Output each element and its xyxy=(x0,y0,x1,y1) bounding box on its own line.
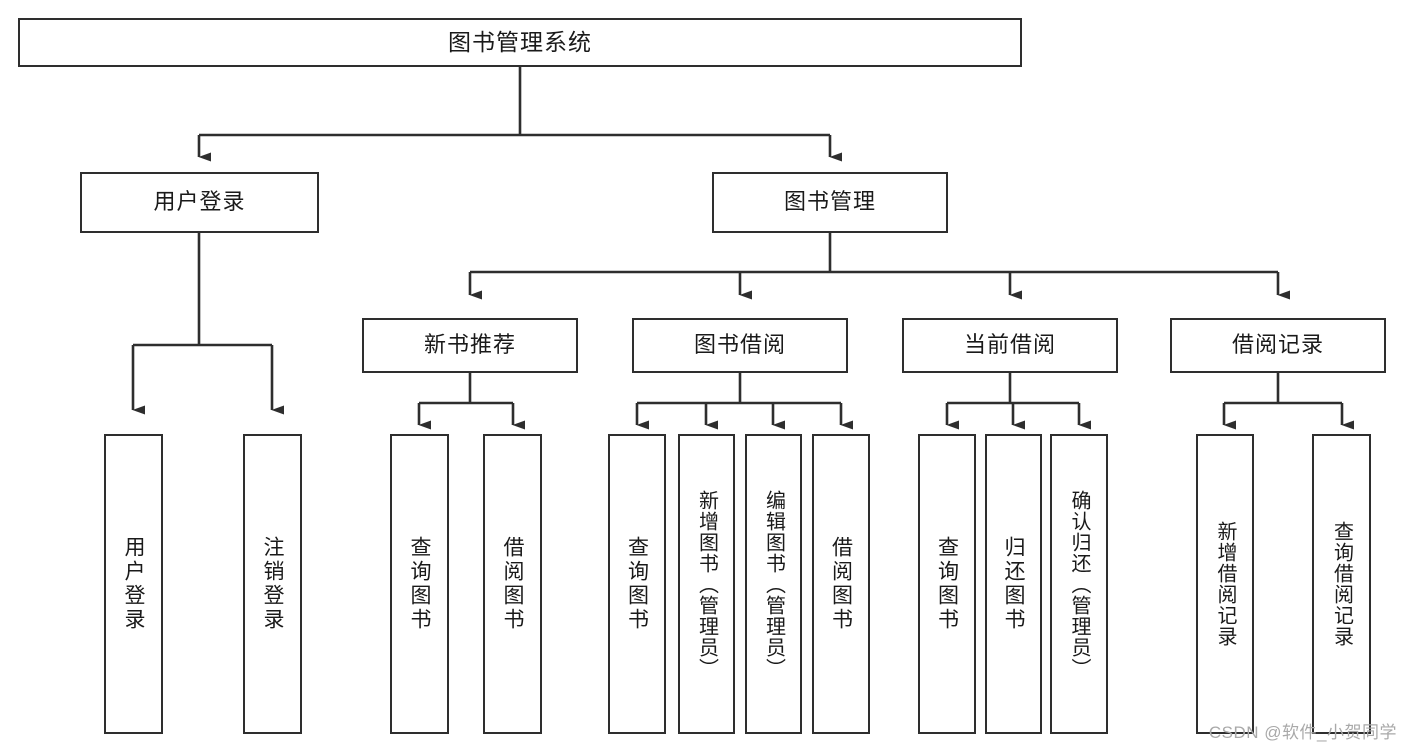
node-label: 图书管理 xyxy=(783,189,876,215)
node-user-login[interactable]: 用户登录 xyxy=(80,172,319,233)
node-label: 借阅图书 xyxy=(829,536,853,632)
node-label: 注销登录 xyxy=(261,536,284,632)
node-label: 当前借阅 xyxy=(963,332,1056,358)
node-book-borrow[interactable]: 图书借阅 xyxy=(632,318,848,373)
leaf-current-return-book[interactable]: 归还图书 xyxy=(985,434,1042,734)
leaf-borrow-edit-book-admin[interactable]: 编辑图书（管理员） xyxy=(745,434,802,734)
node-label: 查询图书 xyxy=(408,536,431,632)
leaf-recommend-query-book[interactable]: 查询图书 xyxy=(390,434,449,734)
node-label: 借阅记录 xyxy=(1231,332,1324,358)
node-label: 图书借阅 xyxy=(693,332,786,358)
node-label: 新书推荐 xyxy=(423,332,516,358)
node-current-borrow[interactable]: 当前借阅 xyxy=(902,318,1118,373)
leaf-borrow-query-book[interactable]: 查询图书 xyxy=(608,434,666,734)
node-new-book-recommend[interactable]: 新书推荐 xyxy=(362,318,578,373)
node-label: 确认归还（管理员） xyxy=(1068,489,1090,679)
node-label: 归还图书 xyxy=(1002,536,1025,632)
node-root-system[interactable]: 图书管理系统 xyxy=(18,18,1022,67)
node-label: 图书管理系统 xyxy=(448,28,592,55)
node-book-management[interactable]: 图书管理 xyxy=(712,172,948,233)
leaf-borrow-add-book-admin[interactable]: 新增图书（管理员） xyxy=(678,434,735,734)
node-label: 查询图书 xyxy=(625,536,649,632)
leaf-record-query-record[interactable]: 查询借阅记录 xyxy=(1312,434,1371,734)
node-label: 新增借阅记录 xyxy=(1214,521,1236,647)
leaf-current-confirm-return-admin[interactable]: 确认归还（管理员） xyxy=(1050,434,1108,734)
node-borrow-record[interactable]: 借阅记录 xyxy=(1170,318,1386,373)
node-label: 查询借阅记录 xyxy=(1330,521,1353,647)
leaf-user-login-login[interactable]: 用户登录 xyxy=(104,434,163,734)
leaf-recommend-borrow-book[interactable]: 借阅图书 xyxy=(483,434,542,734)
leaf-user-login-logout[interactable]: 注销登录 xyxy=(243,434,302,734)
csdn-watermark: CSDN @软件_小贺同学 xyxy=(1208,723,1397,742)
leaf-borrow-borrow-book[interactable]: 借阅图书 xyxy=(812,434,870,734)
node-label: 用户登录 xyxy=(122,536,145,632)
leaf-record-add-record[interactable]: 新增借阅记录 xyxy=(1196,434,1254,734)
node-label: 新增图书（管理员） xyxy=(695,489,718,679)
node-label: 借阅图书 xyxy=(501,536,524,632)
node-label: 用户登录 xyxy=(153,189,246,215)
node-label: 编辑图书（管理员） xyxy=(762,489,785,679)
node-label: 查询图书 xyxy=(935,536,959,632)
leaf-current-query-book[interactable]: 查询图书 xyxy=(918,434,976,734)
